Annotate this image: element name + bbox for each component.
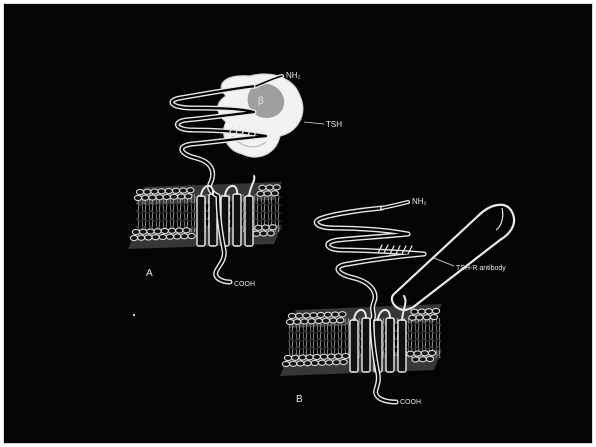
panel-a-alpha-subunit: α <box>292 114 298 125</box>
panel-b-c-terminus: COOH <box>400 399 421 406</box>
panel-a: NH₂ β α TSH COOH A <box>128 71 342 288</box>
panel-b-label: B <box>296 394 303 405</box>
panel-a-ligand-label: TSH <box>326 120 342 129</box>
panel-a-c-terminus: COOH <box>234 281 255 288</box>
panel-b: NH₂ TSH-R antibody COOH B <box>280 197 514 406</box>
tshr-diagram: NH₂ β α TSH COOH A <box>4 4 594 445</box>
speck <box>133 314 135 316</box>
slide: NH₂ β α TSH COOH A <box>3 3 593 444</box>
panel-b-n-terminus: NH₂ <box>412 197 427 206</box>
membrane-b <box>280 304 442 376</box>
panel-a-n-terminus: NH₂ <box>286 71 301 80</box>
panel-a-label: A <box>146 268 153 279</box>
transmembrane-helices-a <box>197 194 253 246</box>
panel-b-ligand-label: TSH-R antibody <box>456 265 506 272</box>
panel-a-beta-subunit: β <box>258 96 264 107</box>
